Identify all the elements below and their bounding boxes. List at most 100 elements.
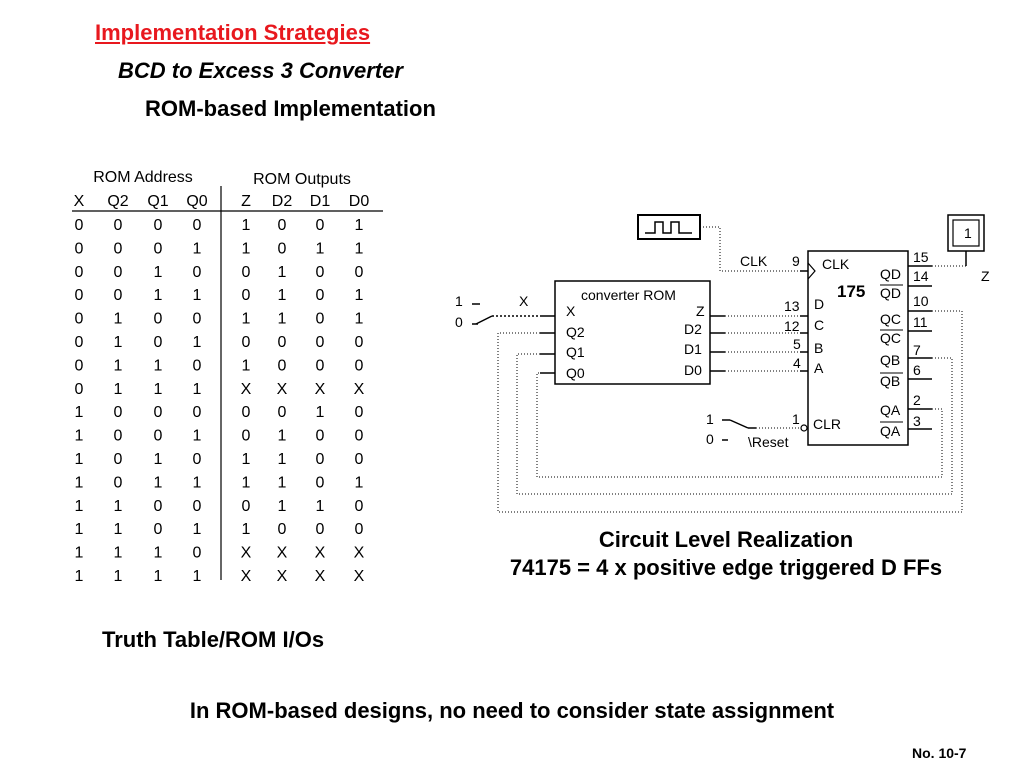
output-cell: 0 — [316, 217, 325, 234]
address-cell: 1 — [193, 287, 202, 304]
output-cell: 0 — [316, 474, 325, 491]
rom-input-x: X — [566, 303, 576, 319]
output-cell: 1 — [278, 474, 287, 491]
output-cell: 0 — [278, 217, 287, 234]
address-cell: 0 — [75, 311, 84, 328]
column-header-q2: Q2 — [107, 193, 128, 210]
output-cell: 1 — [242, 451, 251, 468]
output-cell: 1 — [278, 287, 287, 304]
output-cell: 0 — [355, 428, 364, 445]
output-cell: 1 — [355, 217, 364, 234]
output-cell: 1 — [316, 498, 325, 515]
ff-pin-13: 13 — [784, 298, 800, 314]
ff-pin-15: 15 — [913, 249, 929, 265]
output-cell: X — [277, 381, 288, 398]
ff-pin-10: 10 — [913, 293, 929, 309]
address-cell: 1 — [114, 545, 123, 562]
slide-number: No. 10-7 — [912, 745, 967, 761]
address-cell: 0 — [193, 217, 202, 234]
x-toggle-switch[interactable] — [475, 315, 493, 325]
output-cell: X — [277, 568, 288, 585]
ff-pin-7: 7 — [913, 342, 921, 358]
truth-table-caption: Truth Table/ROM I/Os — [102, 627, 325, 652]
output-cell: 0 — [316, 311, 325, 328]
address-cell: 1 — [154, 474, 163, 491]
address-cell: 0 — [154, 240, 163, 257]
output-cell: 1 — [242, 357, 251, 374]
address-cell: 0 — [154, 217, 163, 234]
output-cell: 1 — [242, 521, 251, 538]
output-cell: 0 — [355, 334, 364, 351]
ff-pin-12: 12 — [784, 318, 800, 334]
address-cell: 0 — [154, 498, 163, 515]
address-cell: 1 — [75, 428, 84, 445]
clock-generator-box — [637, 214, 701, 240]
address-cell: 0 — [114, 240, 123, 257]
ff-output-qd-bar: QD — [880, 285, 901, 301]
output-cell: 0 — [278, 334, 287, 351]
rom-address-group-header: ROM Address — [93, 169, 193, 186]
column-header-d2: D2 — [272, 193, 293, 210]
ff-output-qc-bar: QC — [880, 330, 901, 346]
output-cell: X — [354, 545, 365, 562]
address-cell: 0 — [75, 217, 84, 234]
clock-waveform-icon — [645, 221, 692, 234]
address-cell: 0 — [193, 404, 202, 421]
address-cell: 1 — [193, 334, 202, 351]
output-cell: X — [315, 545, 326, 562]
address-cell: 1 — [193, 521, 202, 538]
ff-output-qb: QB — [880, 352, 900, 368]
reset-toggle-switch[interactable] — [729, 419, 749, 429]
output-cell: 1 — [242, 217, 251, 234]
section-heading: ROM-based Implementation — [145, 96, 436, 121]
output-cell: 0 — [355, 264, 364, 281]
output-cell: 1 — [278, 428, 287, 445]
reset-net-label: \Reset — [748, 434, 789, 450]
address-cell: 1 — [154, 287, 163, 304]
output-cell: X — [354, 381, 365, 398]
address-cell: 1 — [75, 498, 84, 515]
footer-note: In ROM-based designs, no need to conside… — [189, 698, 835, 723]
rom-output-d2: D2 — [684, 321, 702, 337]
rom-outputs-group-header: ROM Outputs — [253, 171, 351, 188]
slide-title: Implementation Strategies — [95, 20, 371, 45]
ff-pin-6: 6 — [913, 362, 921, 378]
output-cell: 1 — [278, 451, 287, 468]
address-cell: 0 — [193, 498, 202, 515]
address-cell: 1 — [75, 545, 84, 562]
output-cell: X — [354, 568, 365, 585]
output-cell: 1 — [316, 240, 325, 257]
address-cell: 1 — [154, 381, 163, 398]
address-cell: 1 — [154, 545, 163, 562]
column-header-q0: Q0 — [186, 193, 207, 210]
address-cell: 0 — [154, 404, 163, 421]
output-cell: 0 — [316, 521, 325, 538]
output-cell: X — [241, 381, 252, 398]
ff-input-a: A — [814, 360, 824, 376]
ff-pin-1: 1 — [792, 411, 800, 427]
address-cell: 0 — [193, 451, 202, 468]
output-cell: 0 — [355, 357, 364, 374]
address-cell: 1 — [75, 404, 84, 421]
output-cell: 1 — [278, 498, 287, 515]
output-cell: 1 — [242, 474, 251, 491]
address-cell: 0 — [154, 521, 163, 538]
address-cell: 1 — [114, 357, 123, 374]
address-cell: 0 — [154, 428, 163, 445]
address-cell: 0 — [114, 404, 123, 421]
address-cell: 0 — [75, 264, 84, 281]
address-cell: 0 — [114, 264, 123, 281]
output-cell: 0 — [242, 287, 251, 304]
output-cell: 1 — [278, 311, 287, 328]
output-cell: 0 — [278, 240, 287, 257]
output-cell: 0 — [242, 404, 251, 421]
output-cell: 0 — [242, 334, 251, 351]
x-switch-lo: 0 — [455, 314, 463, 330]
address-cell: 1 — [114, 521, 123, 538]
ff-input-b: B — [814, 340, 823, 356]
address-cell: 0 — [75, 381, 84, 398]
address-cell: 1 — [114, 334, 123, 351]
rom-input-q2: Q2 — [566, 324, 585, 340]
x-switch-hi: 1 — [455, 293, 463, 309]
